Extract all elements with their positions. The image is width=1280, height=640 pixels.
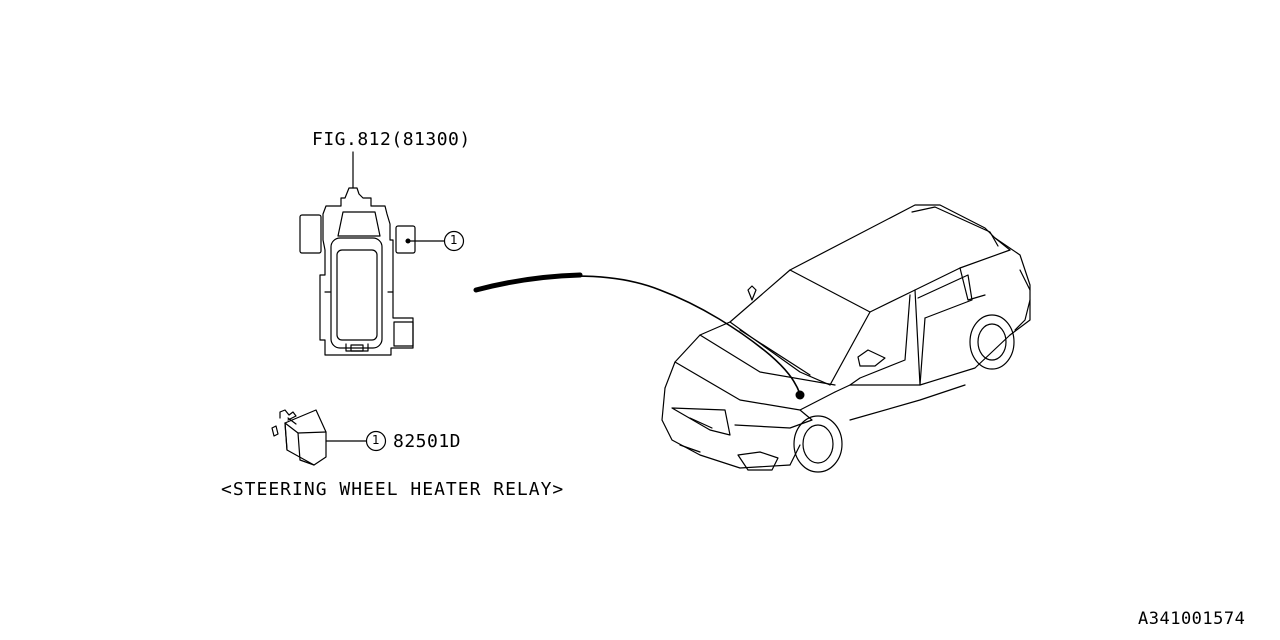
vehicle-location-dot — [795, 390, 805, 400]
callout-2-circle — [365, 430, 387, 452]
callout-1-circle — [443, 230, 465, 252]
figure-reference-label: FIG.812(81300) — [312, 129, 471, 150]
callout-1-number: 1 — [450, 233, 458, 247]
heater-relay-icon — [271, 409, 327, 466]
vehicle-icon — [661, 204, 1031, 473]
part-number-label: 82501D — [393, 431, 462, 452]
relay-caption: <STEERING WHEEL HEATER RELAY> — [221, 479, 565, 500]
relay-box-icon — [299, 187, 416, 356]
illustration-id: A341001574 — [1138, 609, 1246, 629]
relay-box-mount-dot — [405, 238, 411, 244]
callout-2-number: 1 — [372, 433, 380, 447]
location-wire — [475, 275, 801, 395]
